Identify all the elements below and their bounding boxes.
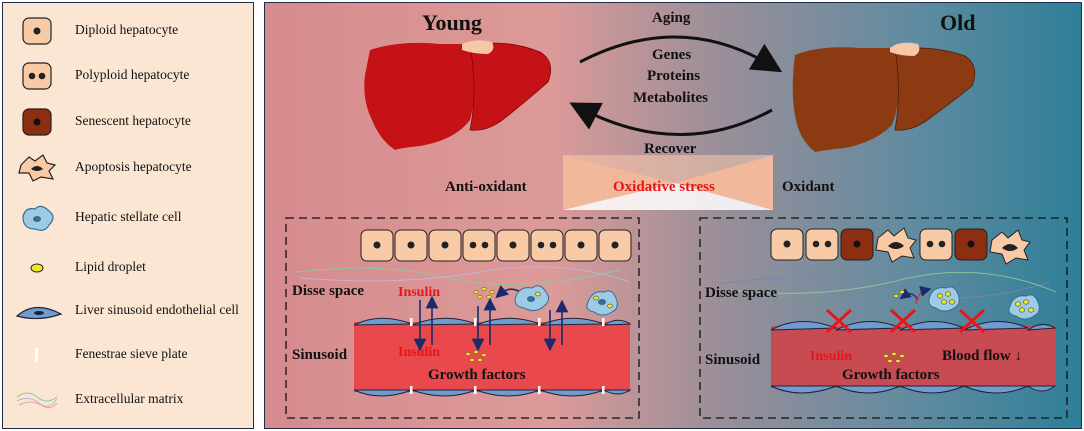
blood-flow-label: Blood flow ↓	[942, 348, 1023, 364]
young-endothelium-top	[353, 317, 632, 326]
genes-label: Genes	[652, 47, 692, 63]
polyploid-hepatocyte-icon	[15, 61, 59, 91]
ecm-fibers	[729, 271, 1057, 294]
extracellular-matrix-icon	[15, 385, 59, 415]
old-liver-icon	[792, 42, 976, 152]
old-hepatocyte-row	[770, 227, 1031, 265]
oxidative-stress-label: Oxidative stress	[613, 179, 715, 195]
old-sinusoid	[771, 326, 1055, 388]
hepatic-stellate-cell-icon	[1008, 294, 1040, 320]
old-endothelium-top	[770, 320, 1057, 331]
old-title: Old	[940, 10, 976, 35]
fenestrae-icon	[15, 340, 59, 370]
diploid-hepatocyte-icon	[15, 16, 59, 46]
fenestrae	[410, 318, 605, 394]
ecm-fibers	[719, 277, 1051, 299]
young-liver-icon	[364, 40, 552, 150]
old-panel-border	[699, 217, 1068, 419]
hepatic-stellate-cell-icon	[586, 290, 618, 316]
lipid-droplet-icon	[15, 253, 59, 283]
young-sinusoid-label: Sinusoid	[292, 347, 348, 363]
legend-item-senescent: Senescent hepatocyte	[3, 107, 255, 137]
blocked-x-icon	[825, 308, 986, 334]
apoptosis-hepatocyte-icon	[15, 153, 59, 183]
exchange-arrows	[413, 284, 569, 352]
young-hepatocyte-row	[360, 229, 632, 262]
legend-label: Fenestrae sieve plate	[75, 346, 188, 361]
legend-item-ecm: Extracellular matrix	[3, 385, 255, 415]
legend-label: Liver sinusoid endothelial cell	[75, 302, 239, 317]
young-insulin-bottom: Insulin	[398, 345, 441, 360]
ecm-fibers	[299, 266, 631, 283]
old-growth-factors: Growth factors	[842, 367, 940, 383]
legend-item-apoptosis: Apoptosis hepatocyte	[3, 153, 255, 183]
young-title: Young	[422, 10, 482, 35]
old-sinusoid-label: Sinusoid	[705, 352, 761, 368]
lipid-droplet-icon	[465, 287, 495, 362]
legend-item-stellate: Hepatic stellate cell	[3, 203, 255, 233]
hepatic-stellate-cell-icon	[928, 286, 960, 312]
legend-label: Diploid hepatocyte	[75, 22, 179, 37]
proteins-label: Proteins	[647, 68, 701, 84]
ecm-fibers	[295, 267, 621, 285]
old-disse-label: Disse space	[705, 285, 778, 301]
hepatic-stellate-cell-icon	[514, 285, 550, 312]
legend-label: Extracellular matrix	[75, 391, 184, 406]
lipid-droplet-icon	[883, 290, 905, 363]
legend-item-diploid: Diploid hepatocyte	[3, 16, 255, 46]
legend-label: Lipid droplet	[75, 259, 146, 274]
hepatic-stellate-cell-icon	[15, 203, 59, 233]
senescent-hepatocyte-icon	[15, 107, 59, 137]
old-insulin: Insulin	[810, 349, 853, 364]
legend-label: Polyploid hepatocyte	[75, 67, 190, 82]
recover-arrow	[569, 102, 773, 136]
legend-panel: Diploid hepatocyte Polyploid hepatocyte …	[2, 2, 254, 429]
legend-label: Hepatic stellate cell	[75, 209, 182, 224]
young-endothelium-bottom	[353, 389, 632, 397]
young-panel-border	[285, 217, 640, 419]
recover-label: Recover	[644, 141, 697, 157]
young-insulin-top: Insulin	[398, 285, 441, 300]
legend-item-lipid: Lipid droplet	[3, 253, 255, 283]
anti-oxidant-label: Anti-oxidant	[445, 179, 527, 195]
legend-label: Senescent hepatocyte	[75, 113, 191, 128]
oxidant-label: Oxidant	[782, 179, 835, 195]
legend-item-endothelial: Liver sinusoid endothelial cell	[3, 296, 255, 326]
old-endothelium-bottom	[770, 385, 1057, 394]
oxidative-stress-bowtie	[563, 155, 773, 210]
young-disse-label: Disse space	[292, 283, 365, 299]
legend-item-polyploid: Polyploid hepatocyte	[3, 61, 255, 91]
endothelial-cell-icon	[15, 296, 63, 326]
aging-label: Aging	[652, 10, 691, 26]
aging-arrow	[579, 35, 783, 73]
young-growth-factors: Growth factors	[428, 367, 526, 383]
exchange-arrows	[899, 285, 932, 305]
legend-item-fenestrae: Fenestrae sieve plate	[3, 340, 255, 370]
metabolites-label: Metabolites	[633, 90, 708, 106]
young-sinusoid	[354, 322, 630, 392]
legend-label: Apoptosis hepatocyte	[75, 159, 192, 174]
